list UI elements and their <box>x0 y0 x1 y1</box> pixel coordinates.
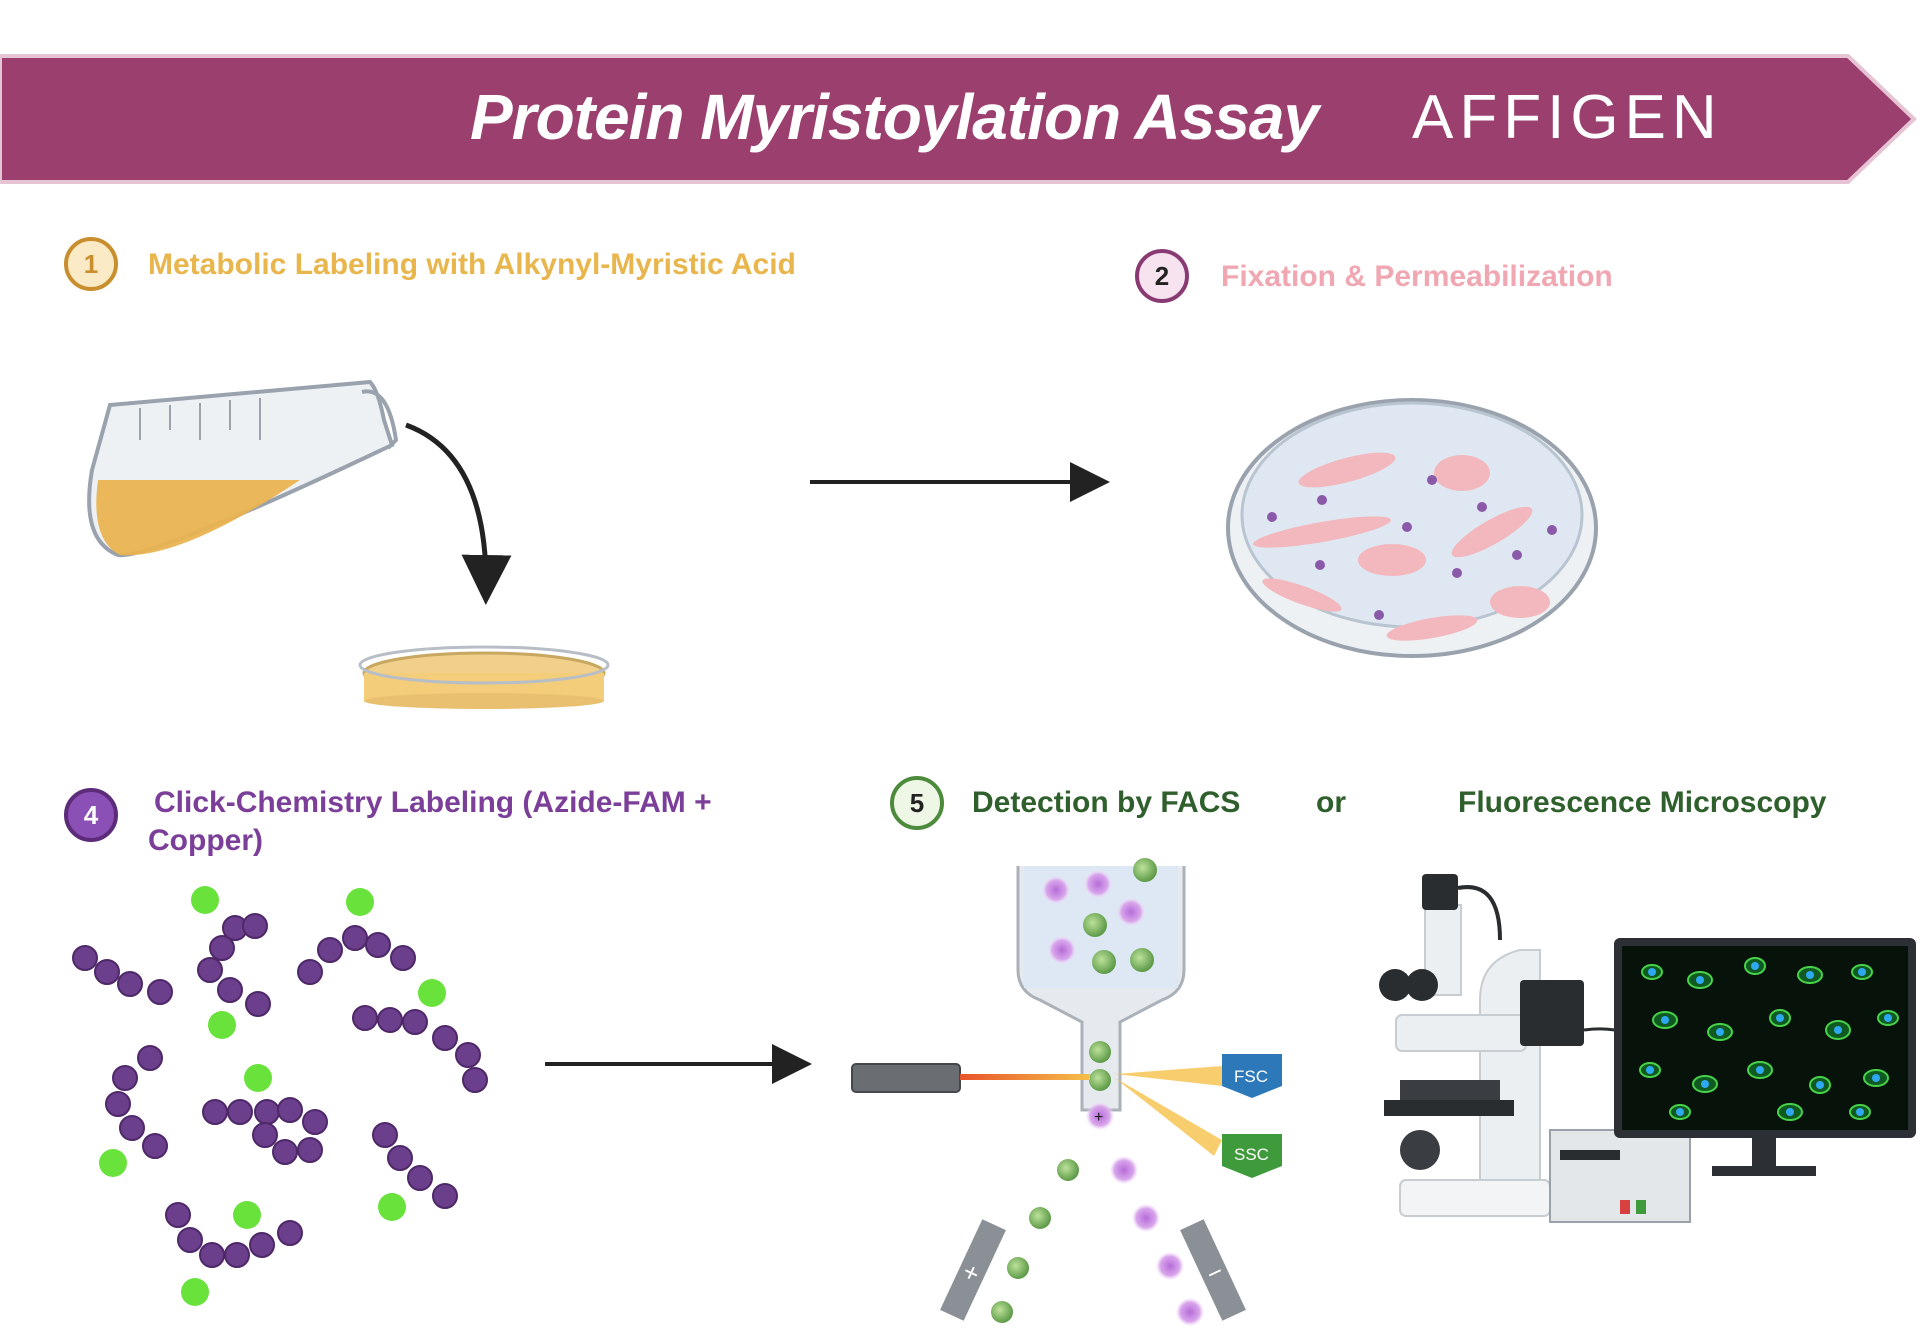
page-title: Protein Myristoylation Assay <box>470 81 1319 153</box>
step-2-badge: 2 <box>1135 249 1189 303</box>
title-banner <box>0 54 1917 184</box>
step-5-label-alt: Fluorescence Microscopy <box>1458 786 1827 819</box>
fsc-beam <box>1115 1066 1222 1086</box>
ssc-beam <box>1115 1078 1222 1156</box>
step-1-badge: 1 <box>64 237 118 291</box>
brand-logo: AFFIGEN <box>1412 83 1723 152</box>
laser-icon <box>851 1063 1090 1093</box>
step-5-badge: 5 <box>890 776 944 830</box>
petri-dish-icon <box>358 645 610 709</box>
cell-charge-plus: + <box>1094 1109 1103 1126</box>
negative-plate: − <box>1180 1219 1246 1321</box>
step-5-label: Detection by FACS <box>972 786 1241 819</box>
step-2-label: Fixation & Permeabilization <box>1221 260 1613 293</box>
fsc-detector: FSC <box>1222 1054 1282 1098</box>
molecule-chain-icon <box>72 886 488 1306</box>
step-4-label-line2: Copper) <box>148 824 263 857</box>
pour-arrow <box>405 422 512 605</box>
sorted-droplets <box>991 1156 1204 1326</box>
step-5-connector: or <box>1316 786 1346 819</box>
step-4-badge: 4 <box>64 788 118 842</box>
step-4-label: Click-Chemistry Labeling (Azide-FAM + <box>154 786 712 819</box>
monitor-icon <box>1614 938 1916 1176</box>
ssc-label: SSC <box>1234 1145 1269 1164</box>
control-box-icon <box>1549 1129 1691 1223</box>
microscope-icon <box>1379 874 1584 1217</box>
flow-cytometer-icon: + <box>1016 858 1186 1130</box>
cell-culture-dish-icon <box>1226 398 1598 658</box>
ssc-detector: SSC <box>1222 1134 1282 1178</box>
flask-icon <box>87 379 399 558</box>
fsc-label: FSC <box>1234 1067 1268 1086</box>
step-1-label: Metabolic Labeling with Alkynyl-Myristic… <box>148 248 796 281</box>
fluorescent-cells <box>1639 957 1899 1121</box>
